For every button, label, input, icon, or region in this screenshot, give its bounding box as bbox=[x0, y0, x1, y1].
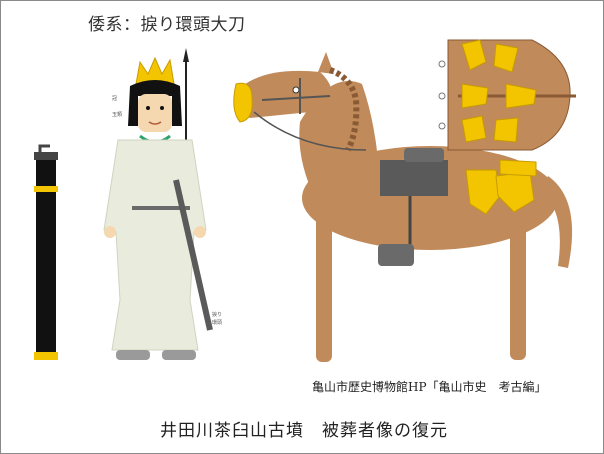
head-note-1: 冠 bbox=[112, 96, 117, 102]
figure-caption: 井田川茶臼山古墳 被葬者像の復元 bbox=[160, 421, 448, 441]
sword-note-2: 環頭 bbox=[212, 320, 222, 326]
ornament-detail bbox=[438, 39, 576, 151]
figure-title: 倭系：捩り環頭大刀 bbox=[88, 15, 246, 35]
source-credit: 亀山市歴史博物館HP「亀山市史 考古編」 bbox=[312, 380, 547, 394]
head-note-2: 玉類 bbox=[112, 111, 122, 118]
horse-figure bbox=[233, 52, 573, 362]
person-figure bbox=[103, 48, 213, 360]
sword-scabbard bbox=[34, 144, 58, 360]
sword-note-1: 捩り bbox=[212, 311, 222, 318]
